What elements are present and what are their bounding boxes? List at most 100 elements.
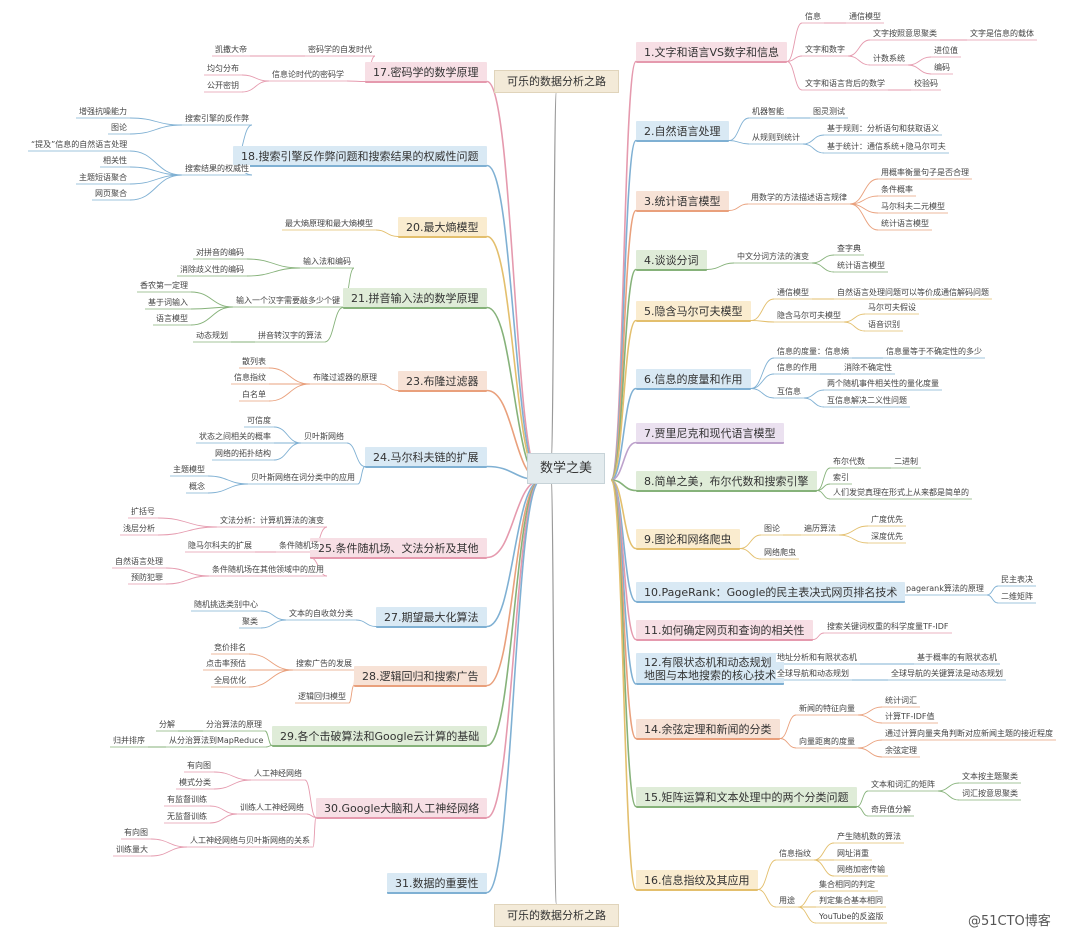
left-branch-8-node[interactable]: 聚类 (241, 617, 259, 626)
right-branch-12-node[interactable]: 全球导航的关键算法是动态规划 (890, 669, 1004, 678)
right-branch-11[interactable]: 11.如何确定网页和查询的相关性 (636, 619, 813, 641)
right-branch-5-node[interactable]: 马尔可夫假设 (867, 303, 917, 312)
left-branch-9-node[interactable]: 全局优化 (213, 676, 247, 685)
right-branch-10-node[interactable]: 二维矩阵 (1000, 592, 1034, 601)
left-branch-4-node[interactable]: 拼音转汉字的算法 (257, 331, 323, 340)
left-branch-2-node[interactable]: 图论 (110, 123, 128, 132)
right-branch-11-node[interactable]: 搜索关键词权重的科学度量TF-IDF (826, 622, 950, 631)
left-branch-6-node[interactable]: 网络的拓扑结构 (214, 449, 272, 458)
left-branch-12[interactable]: 31.数据的重要性 (387, 872, 487, 894)
left-branch-10-node[interactable]: 从分治算法到MapReduce (168, 736, 265, 745)
right-branch-3[interactable]: 3.统计语言模型 (636, 190, 729, 212)
right-branch-15-node[interactable]: 判定集合基本相同 (818, 896, 884, 905)
right-branch-12-node[interactable]: 全球导航和动态规划 (776, 669, 850, 678)
left-branch-2-node[interactable]: 搜索引擎的反作弊 (184, 114, 250, 123)
right-branch-14-node[interactable]: 文本按主题聚类 (961, 772, 1019, 781)
right-branch-4-node[interactable]: 统计语言模型 (836, 261, 886, 270)
right-branch-15[interactable]: 16.信息指纹及其应用 (636, 869, 758, 891)
left-branch-8[interactable]: 27.期望最大化算法 (376, 606, 487, 628)
right-branch-2-node[interactable]: 机器智能 (751, 107, 785, 116)
right-branch-10-node[interactable]: 民主表决 (1000, 575, 1034, 584)
left-branch-8-node[interactable]: 随机挑选类别中心 (193, 600, 259, 609)
right-branch-1-node[interactable]: 信息 (804, 12, 822, 21)
left-branch-9[interactable]: 28.逻辑回归和搜索广告 (354, 665, 487, 687)
right-branch-5[interactable]: 5.隐含马尔可夫模型 (636, 300, 751, 322)
left-branch-7-node[interactable]: 隐马尔科夫的扩展 (187, 541, 253, 550)
left-branch-7-node[interactable]: 文法分析：计算机算法的演变 (219, 516, 325, 525)
right-branch-14-node[interactable]: 奇异值分解 (870, 805, 912, 814)
left-branch-11-node[interactable]: 有向图 (123, 828, 149, 837)
right-branch-10[interactable]: 10.PageRank：Google的民主表决式网页排名技术 (636, 581, 906, 603)
left-branch-11-node[interactable]: 人工神经网络与贝叶斯网络的关系 (189, 836, 311, 845)
left-branch-4-node[interactable]: 对拼音的编码 (195, 248, 245, 257)
left-branch-10-node[interactable]: 归并排序 (112, 736, 146, 745)
right-branch-1-node[interactable]: 文字按照意思聚类 (872, 29, 938, 38)
left-branch-4-node[interactable]: 输入一个汉字需要敲多少个键 (235, 296, 341, 305)
right-branch-6-node[interactable]: 消除不确定性 (843, 363, 893, 372)
right-branch-6-node[interactable]: 互信息解决二义性问题 (826, 396, 908, 405)
left-branch-1-node[interactable]: 信息论时代的密码学 (271, 70, 345, 79)
right-branch-15-node[interactable]: 用途 (778, 896, 796, 905)
left-branch-7-node[interactable]: 条件随机场 (278, 541, 320, 550)
right-branch-4-node[interactable]: 查字典 (836, 244, 862, 253)
left-branch-6[interactable]: 24.马尔科夫链的扩展 (365, 446, 487, 468)
left-branch-4-node[interactable]: 香农第一定理 (139, 281, 189, 290)
left-branch-1-node[interactable]: 密码学的自发时代 (307, 45, 373, 54)
left-branch-9-node[interactable]: 点击率预估 (205, 659, 247, 668)
left-branch-10-node[interactable]: 分治算法的原理 (205, 720, 263, 729)
right-branch-5-node[interactable]: 语音识别 (867, 320, 901, 329)
left-branch-7-node[interactable]: 自然语言处理 (114, 557, 164, 566)
left-branch-7-node[interactable]: 条件随机场在其他领域中的应用 (211, 565, 325, 574)
right-branch-9-node[interactable]: 网络爬虫 (763, 548, 797, 557)
right-branch-1-node[interactable]: 文字和数字 (804, 45, 846, 54)
right-branch-6-node[interactable]: 信息的度量：信息熵 (776, 347, 850, 356)
left-branch-11-node[interactable]: 训练量大 (115, 845, 149, 854)
left-branch-6-node[interactable]: 概念 (188, 482, 206, 491)
left-branch-11-node[interactable]: 人工神经网络 (253, 769, 303, 778)
left-branch-5-node[interactable]: 散列表 (241, 357, 267, 366)
right-branch-4-node[interactable]: 中文分词方法的演变 (736, 252, 810, 261)
right-branch-13-node[interactable]: 向量距离的度量 (798, 737, 856, 746)
left-branch-11-node[interactable]: 训练人工神经网络 (239, 803, 305, 812)
right-branch-8-node[interactable]: 二进制 (893, 457, 919, 466)
left-branch-6-node[interactable]: 状态之间相关的概率 (198, 432, 272, 441)
right-branch-8[interactable]: 8.简单之美，布尔代数和搜索引擎 (636, 470, 817, 492)
left-branch-2-node[interactable]: 搜索结果的权威性 (184, 164, 250, 173)
left-branch-4-node[interactable]: 输入法和编码 (302, 257, 352, 266)
left-branch-11[interactable]: 30.Google大脑和人工神经网络 (316, 797, 488, 819)
right-branch-14[interactable]: 15.矩阵运算和文本处理中的两个分类问题 (636, 786, 857, 808)
left-branch-2-node[interactable]: “提及”信息的自然语言处理 (30, 140, 129, 149)
left-branch-4-node[interactable]: 基于词输入 (147, 298, 189, 307)
right-branch-1[interactable]: 1.文字和语言VS数字和信息 (636, 41, 788, 63)
right-branch-9-node[interactable]: 广度优先 (870, 515, 904, 524)
left-branch-8-node[interactable]: 文本的自收敛分类 (288, 609, 354, 618)
right-branch-15-node[interactable]: YouTube的反盗版 (818, 912, 885, 921)
left-branch-2-node[interactable]: 增强抗噪能力 (78, 107, 128, 116)
right-branch-12-node[interactable]: 基于概率的有限状态机 (916, 653, 998, 662)
left-branch-4-node[interactable]: 动态规划 (195, 331, 229, 340)
right-branch-7[interactable]: 7.贾里尼克和现代语言模型 (636, 422, 784, 444)
right-branch-2-node[interactable]: 基于统计：通信系统+隐马尔可夫 (826, 142, 947, 151)
left-branch-3[interactable]: 20.最大熵模型 (398, 216, 487, 238)
left-branch-10[interactable]: 29.各个击破算法和Google云计算的基础 (272, 725, 488, 747)
right-branch-9[interactable]: 9.图论和网络爬虫 (636, 528, 740, 550)
left-branch-2-node[interactable]: 主题短语聚合 (78, 173, 128, 182)
right-branch-9-node[interactable]: 遍历算法 (803, 524, 837, 533)
left-branch-11-node[interactable]: 模式分类 (178, 778, 212, 787)
left-branch-5[interactable]: 23.布隆过滤器 (398, 370, 487, 392)
right-branch-1-node[interactable]: 校验码 (913, 79, 939, 88)
right-branch-1-node[interactable]: 文字和语言背后的数学 (804, 79, 886, 88)
right-branch-6-node[interactable]: 互信息 (776, 387, 802, 396)
right-branch-1-node[interactable]: 文字是信息的载体 (969, 29, 1035, 38)
right-branch-5-node[interactable]: 通信模型 (776, 288, 810, 297)
left-branch-11-node[interactable]: 无监督训练 (166, 812, 208, 821)
right-branch-3-node[interactable]: 马尔科夫二元模型 (880, 202, 946, 211)
right-branch-13-node[interactable]: 余弦定理 (884, 746, 918, 755)
right-branch-8-node[interactable]: 人们发觉真理在形式上从来都是简单的 (832, 488, 970, 497)
right-branch-2-node[interactable]: 图灵测试 (812, 107, 846, 116)
right-branch-9-node[interactable]: 图论 (763, 524, 781, 533)
right-branch-1-node[interactable]: 进位值 (933, 46, 959, 55)
right-branch-3-node[interactable]: 用概率衡量句子是否合理 (880, 168, 970, 177)
left-branch-2[interactable]: 18.搜索引擎反作弊问题和搜索结果的权威性问题 (233, 145, 487, 167)
left-branch-7-node[interactable]: 扩括号 (130, 507, 156, 516)
